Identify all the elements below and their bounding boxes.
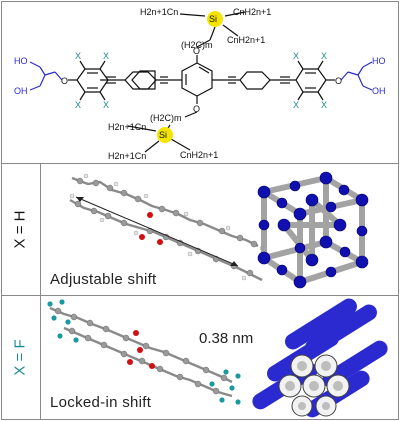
x-substituent-label: X [75, 100, 81, 110]
x-substituent-label: X [293, 51, 299, 61]
silicon-atom-upper [207, 11, 223, 27]
alkyl-chain-label: CnH2n+1 [180, 150, 218, 160]
oxygen-label-upper: O [193, 46, 200, 56]
row-label-f-text: X = F [11, 339, 29, 376]
si-label-upper: Si [209, 14, 217, 24]
x-substituent-label: X [75, 51, 81, 61]
x-substituent-label: X [321, 100, 327, 110]
row-label-h: X = H [0, 163, 40, 295]
x-substituent-label: X [103, 51, 109, 61]
molecule-structure: Si Si O O O O X X X X X X X X HO OH HO O… [14, 7, 386, 161]
alkyl-chain-label: CnH2n+1 [227, 35, 265, 45]
stacking-distance-label: 0.38 nm [199, 330, 254, 347]
x-substituent-label: X [293, 100, 299, 110]
alkyl-chain-label: H2n+1Cn [140, 7, 178, 17]
divider-top [1, 163, 399, 164]
row-label-h-text: X = H [11, 210, 29, 248]
caption-locked-in-shift: Locked-in shift [50, 394, 152, 411]
oxygen-label-right: O [335, 76, 342, 86]
x-substituent-label: X [321, 51, 327, 61]
alkyl-chain-label: CnH2n+1 [233, 7, 271, 17]
label-column-divider [40, 163, 41, 419]
hydroxyl-label: HO [14, 56, 28, 66]
x-substituent-label: X [103, 100, 109, 110]
divider-bottom [1, 295, 399, 296]
spacer-label: (H2C)m [150, 113, 182, 123]
si-label-lower: Si [159, 130, 167, 140]
silicon-atom-lower [157, 127, 173, 143]
hydroxyl-label: OH [372, 86, 386, 96]
alkyl-chain-label: H2n+1Cn [108, 151, 146, 161]
hydroxyl-label: HO [372, 56, 386, 66]
caption-adjustable-shift: Adjustable shift [50, 271, 157, 288]
oxygen-label-left: O [61, 76, 68, 86]
row-label-f: X = F [0, 295, 40, 420]
hydroxyl-label: OH [14, 86, 28, 96]
alkyl-chain-label: H2n+1Cn [108, 122, 146, 132]
oxygen-label-lower: O [193, 104, 200, 114]
spacer-label: (H2C)m [181, 40, 213, 50]
